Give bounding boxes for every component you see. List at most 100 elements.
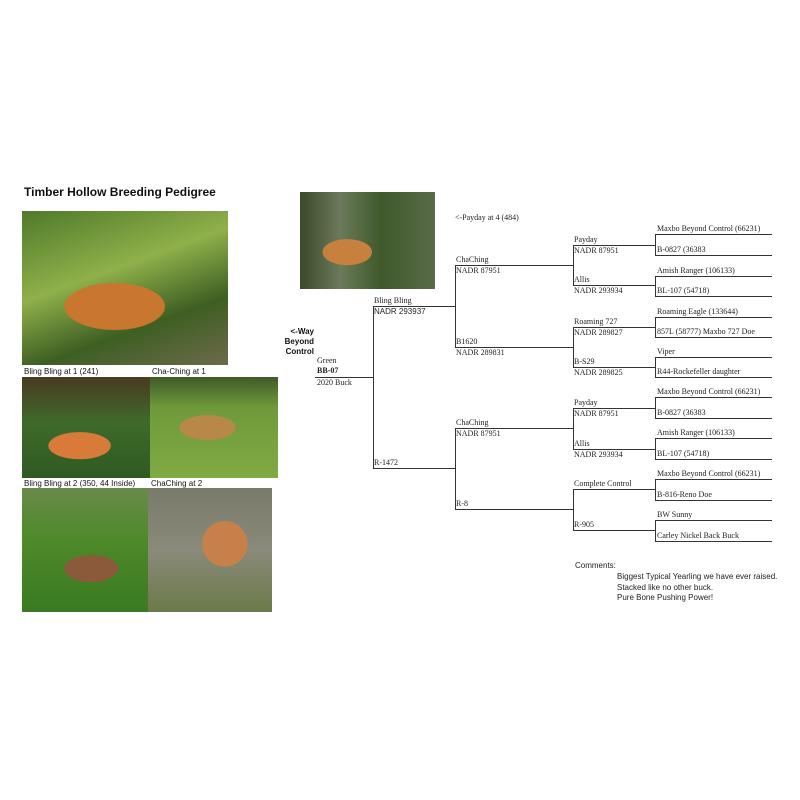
- pedigree-connector: [655, 357, 656, 378]
- bling-bling-at-2-photo: [22, 488, 148, 612]
- ancestor-name: B-0827 (36383: [657, 408, 706, 417]
- comment-line: Biggest Typical Yearling we have ever ra…: [617, 572, 778, 581]
- ancestor-name: Payday: [574, 235, 598, 244]
- pedigree-line: [455, 428, 573, 429]
- ancestor-name: B-816-Reno Doe: [657, 490, 712, 499]
- photo-caption: Bling Bling at 2 (350, 44 Inside): [24, 479, 136, 488]
- pedigree-line: [655, 479, 772, 480]
- pedigree-line: [573, 245, 655, 246]
- ancestor-name: BL-107 (54718): [657, 286, 710, 295]
- pedigree-line: [655, 276, 772, 277]
- ancestor-registration: NADR 293937: [374, 307, 426, 316]
- comments-label: Comments:: [575, 561, 616, 570]
- ancestor-name: R-905: [574, 520, 594, 529]
- ancestor-name: Allis: [574, 439, 590, 448]
- ancestor-name: ChaChing: [456, 255, 489, 264]
- pedigree-line: [373, 306, 455, 307]
- ancestor-name: Allis: [574, 275, 590, 284]
- ancestor-name: Amish Ranger (106133): [657, 266, 735, 275]
- ancestor-registration: NADR 87951: [574, 246, 619, 255]
- cha-ching-at-1-photo: [150, 377, 278, 478]
- pedigree-line: [655, 520, 772, 521]
- pedigree-connector: [655, 438, 656, 460]
- pedigree-line: [573, 530, 655, 531]
- photo-caption: Bling Bling at 1 (241): [24, 367, 99, 376]
- comment-line: Pure Bone Pushing Power!: [617, 593, 714, 602]
- note-line: <-Way: [290, 327, 315, 336]
- pedigree-line: [573, 489, 655, 490]
- ancestor-name: Roaming Eagle (133644): [657, 307, 738, 316]
- pedigree-line: [573, 285, 655, 286]
- note-line: Control: [285, 347, 314, 356]
- pedigree-line: [655, 397, 772, 398]
- ancestor-name: Amish Ranger (106133): [657, 428, 735, 437]
- photo-caption: ChaChing at 2: [151, 479, 203, 488]
- subject-note: 2020 Buck: [317, 378, 352, 387]
- ancestor-registration: NADR 87951: [574, 409, 619, 418]
- ancestor-name: Viper: [657, 347, 675, 356]
- pedigree-line: [315, 377, 373, 378]
- pedigree-line: [373, 468, 455, 469]
- ancestor-name: R-8: [456, 499, 468, 508]
- subject-color: Green: [317, 356, 337, 365]
- pedigree-line: [573, 327, 655, 328]
- ancestor-name: Maxbo Beyond Control (66231): [657, 469, 761, 478]
- ancestor-name: Complete Control: [574, 479, 632, 488]
- ancestor-name: R-1472: [374, 458, 398, 467]
- way-beyond-control-note: <-Way Beyond Control: [276, 327, 314, 357]
- pedigree-line: [655, 418, 772, 419]
- payday-note: <-Payday at 4 (484): [455, 213, 519, 222]
- ancestor-registration: NADR 87951: [456, 429, 501, 438]
- pedigree-connector: [573, 327, 574, 368]
- pedigree-connector: [655, 317, 656, 338]
- comment-line: Stacked like no other buck.: [617, 583, 714, 592]
- pedigree-line: [573, 449, 655, 450]
- ancestor-registration: NADR 87951: [456, 266, 501, 275]
- pedigree-line: [655, 357, 772, 358]
- ancestor-name: 857L (58777) Maxbo 727 Doe: [657, 327, 755, 336]
- ancestor-name: BL-107 (54718): [657, 449, 710, 458]
- pedigree-connector: [655, 234, 656, 256]
- pedigree-line: [655, 317, 772, 318]
- payday-photo: [300, 192, 435, 289]
- ancestor-name: Bling Bling: [374, 296, 412, 305]
- ancestor-name: R44-Rockefeller daughter: [657, 367, 741, 376]
- pedigree-line: [573, 367, 655, 368]
- ancestor-name: B-0827 (36383: [657, 245, 706, 254]
- pedigree-line: [455, 509, 573, 510]
- pedigree-connector: [655, 397, 656, 419]
- note-line: Beyond: [284, 337, 314, 346]
- pedigree-line: [655, 255, 772, 256]
- pedigree-line: [655, 541, 772, 542]
- ancestor-name: BW Sunny: [657, 510, 693, 519]
- pedigree-connector: [573, 408, 574, 450]
- pedigree-line: [655, 337, 772, 338]
- ancestor-name: B1620: [456, 337, 478, 346]
- ancestor-name: Maxbo Beyond Control (66231): [657, 387, 761, 396]
- ancestor-registration: NADR 293934: [574, 286, 623, 295]
- ancestor-registration: NADR 289825: [574, 368, 623, 377]
- pedigree-connector: [655, 520, 656, 542]
- pedigree-connector: [573, 489, 574, 531]
- ancestor-registration: NADR 289831: [456, 348, 505, 357]
- pedigree-line: [655, 459, 772, 460]
- pedigree-line: [655, 377, 772, 378]
- pedigree-connector: [655, 276, 656, 297]
- pedigree-connector: [573, 245, 574, 286]
- pedigree-connector: [455, 428, 456, 510]
- bling-bling-at-1-photo: [22, 377, 150, 478]
- pedigree-line: [655, 500, 772, 501]
- photo-caption: Cha-Ching at 1: [152, 367, 206, 376]
- subject-name: BB-07: [317, 366, 339, 375]
- ancestor-registration: NADR 289827: [574, 328, 623, 337]
- pedigree-line: [573, 408, 655, 409]
- pedigree-connector: [373, 306, 374, 469]
- bling-bling-photo-large: [22, 211, 228, 365]
- pedigree-line: [655, 296, 772, 297]
- ancestor-registration: NADR 293934: [574, 450, 623, 459]
- ancestor-name: Payday: [574, 398, 598, 407]
- pedigree-line: [655, 234, 772, 235]
- page-title: Timber Hollow Breeding Pedigree: [24, 185, 216, 199]
- ancestor-name: B-S29: [574, 357, 595, 366]
- pedigree-line: [655, 438, 772, 439]
